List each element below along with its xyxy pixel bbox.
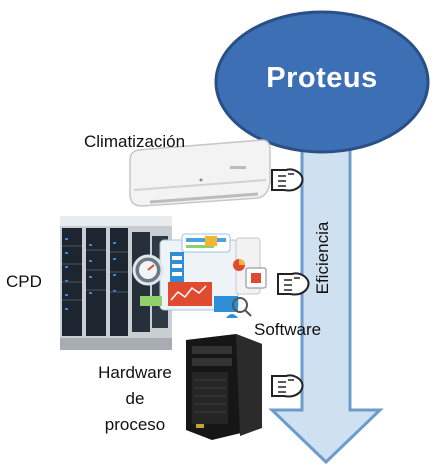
hardware-de-proceso-label: Hardware de proceso	[90, 360, 180, 438]
software-dashboard-icon	[132, 233, 267, 318]
hardware-label-line: de	[125, 389, 145, 408]
pointing-hand-icon	[277, 272, 310, 296]
hardware-label-line: Hardware	[98, 363, 172, 382]
efficiency-arrow	[268, 130, 384, 465]
pointing-hand-icon	[271, 374, 304, 398]
hardware-label-line: proceso	[104, 415, 166, 434]
tower-computer-icon	[186, 334, 262, 440]
proteus-hub	[214, 10, 430, 154]
air-conditioner-icon	[129, 139, 271, 207]
efficiency-label: Eficiencia	[313, 221, 332, 295]
climatizacion-label: Climatización	[84, 132, 186, 151]
software-label: Software	[254, 320, 322, 339]
pointing-hand-icon	[271, 168, 304, 192]
cpd-label: CPD	[6, 272, 42, 291]
proteus-label: Proteus	[266, 62, 378, 94]
